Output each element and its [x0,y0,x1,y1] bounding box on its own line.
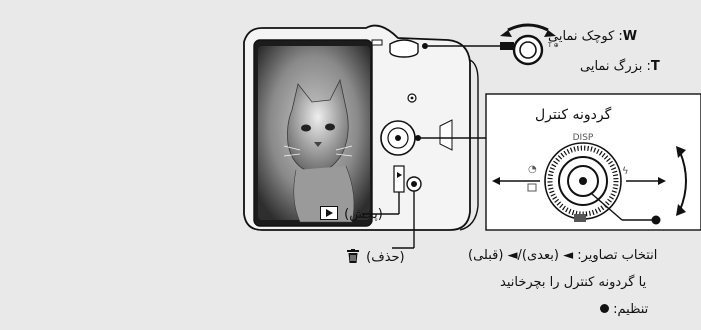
control-dial-title: گردونه کنترل [535,107,611,123]
delete-label: (حذف) [344,249,405,265]
w-text: : کوچک نمایی [548,29,623,44]
cat-photo [284,80,354,222]
playback-button-icon [320,206,338,220]
disp-label: DISP [573,133,594,143]
trash-icon [347,249,359,263]
zoom-out-label: W: کوچک نمایی [548,29,637,44]
playback-text: (پخش) [344,207,383,222]
svg-text:ϟ: ϟ [622,166,629,177]
set-text: تنظیم: [613,302,648,317]
t-key: T [651,59,660,74]
zoom-in-label: T: بزرگ نمایی [580,59,660,74]
camera-illustration [244,26,478,230]
rotate-dial-label: یا گردونه کنترل را بچرخانید [500,275,646,290]
set-dot-icon [600,304,609,313]
t-text: : بزرگ نمایی [580,59,651,74]
delete-text: (حذف) [366,250,404,265]
center-button-dot-icon [652,216,661,225]
playback-label: (پخش) [318,206,383,222]
w-key: W [623,29,637,44]
svg-text:◔: ◔ [528,164,537,175]
select-images-label: انتخاب تصاویر: ◄ (بعدی)/◄ (قبلی) [468,248,657,263]
control-wheel-icon [545,143,621,219]
set-label: تنظیم: [600,302,648,317]
